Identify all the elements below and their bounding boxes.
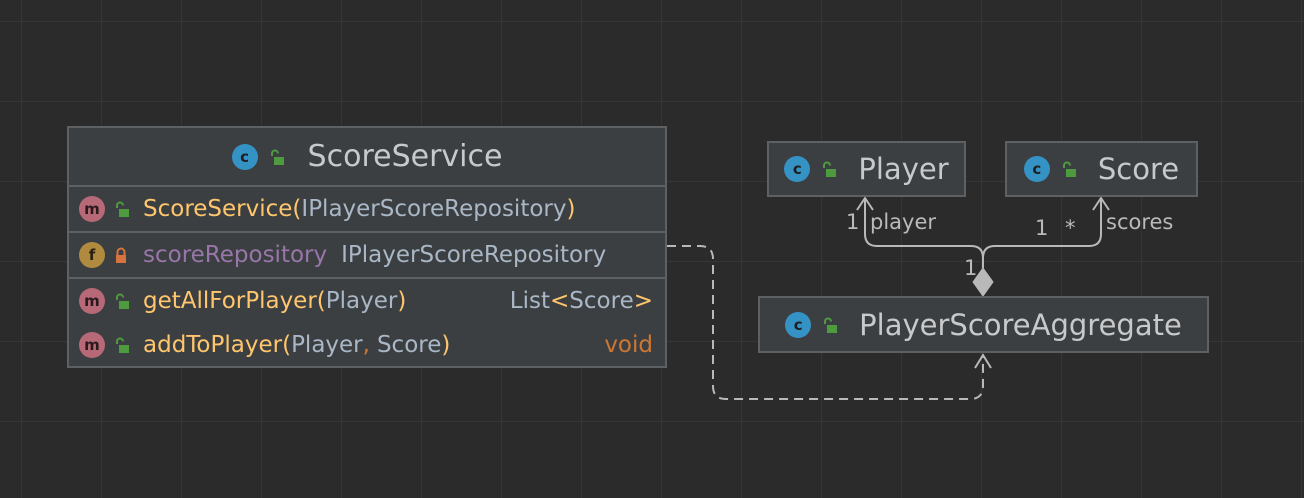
public-lock-icon <box>1062 161 1076 177</box>
public-lock-icon <box>116 293 129 309</box>
score-class[interactable]: c Score <box>1005 141 1198 197</box>
method-row[interactable]: m getAllForPlayer(Player) List<Score> <box>69 277 665 323</box>
method-name: getAllForPlayer <box>143 288 317 314</box>
method-name: addToPlayer <box>143 332 283 358</box>
constructor-param: IPlayerScoreRepository <box>301 196 567 222</box>
method-param: Score <box>376 332 442 358</box>
player-class[interactable]: c Player <box>767 141 966 197</box>
paren-open: ( <box>282 332 292 358</box>
dependency-line <box>667 245 984 400</box>
public-lock-icon <box>116 337 129 353</box>
association-scores-line <box>982 198 1102 268</box>
field-icon: f <box>79 242 105 268</box>
player-role-label: player <box>870 210 937 234</box>
scoreservice-class[interactable]: c ScoreService m ScoreService(IPlayerSco… <box>67 126 667 368</box>
class-icon: c <box>784 156 811 182</box>
scores-role-label: scores <box>1106 210 1174 234</box>
method-icon: m <box>79 196 105 222</box>
method-row[interactable]: m addToPlayer(Player,Score) void <box>69 323 665 367</box>
public-lock-icon <box>824 317 838 333</box>
method-params: Player <box>325 288 398 314</box>
return-type: List<Score> <box>509 288 653 314</box>
method-icon: m <box>79 288 105 314</box>
class-name: ScoreService <box>307 139 503 174</box>
class-icon: c <box>231 143 258 170</box>
paren-open: ( <box>292 196 302 222</box>
scores-multiplicity: 1 <box>1035 216 1049 240</box>
scoreservice-header: c ScoreService <box>69 128 665 187</box>
field-type: IPlayerScoreRepository <box>341 242 607 268</box>
paren-close: ) <box>397 288 407 314</box>
paren-close: ) <box>566 196 576 222</box>
playerscoreaggregate-class[interactable]: c PlayerScoreAggregate <box>758 296 1209 353</box>
paren-close: ) <box>441 332 451 358</box>
private-lock-icon <box>116 247 126 263</box>
return-type: void <box>604 332 653 358</box>
dependency-arrowhead <box>974 353 992 369</box>
association-scores-arrowhead <box>1092 196 1110 211</box>
field-name: scoreRepository <box>143 242 328 268</box>
class-name: Player <box>858 152 949 186</box>
class-name: Score <box>1097 152 1180 186</box>
public-lock-icon <box>116 201 129 217</box>
constructor-row[interactable]: m ScoreService(IPlayerScoreRepository) <box>69 187 665 231</box>
public-lock-icon <box>270 149 284 165</box>
class-icon: c <box>785 311 812 338</box>
class-name: PlayerScoreAggregate <box>859 307 1182 342</box>
constructor-name: ScoreService <box>143 196 293 222</box>
association-player-arrowhead <box>856 196 874 211</box>
player-multiplicity: 1 <box>846 210 860 234</box>
scores-star: * <box>1065 216 1076 240</box>
field-row[interactable]: f scoreRepository IPlayerScoreRepository <box>69 231 665 277</box>
paren-open: ( <box>316 288 326 314</box>
method-icon: m <box>79 332 105 358</box>
class-icon: c <box>1023 156 1050 182</box>
aggregate-multiplicity: 1 <box>964 256 978 280</box>
param-comma: , <box>362 332 370 358</box>
method-param: Player <box>291 332 363 358</box>
public-lock-icon <box>823 161 837 177</box>
association-player-line <box>864 198 984 268</box>
